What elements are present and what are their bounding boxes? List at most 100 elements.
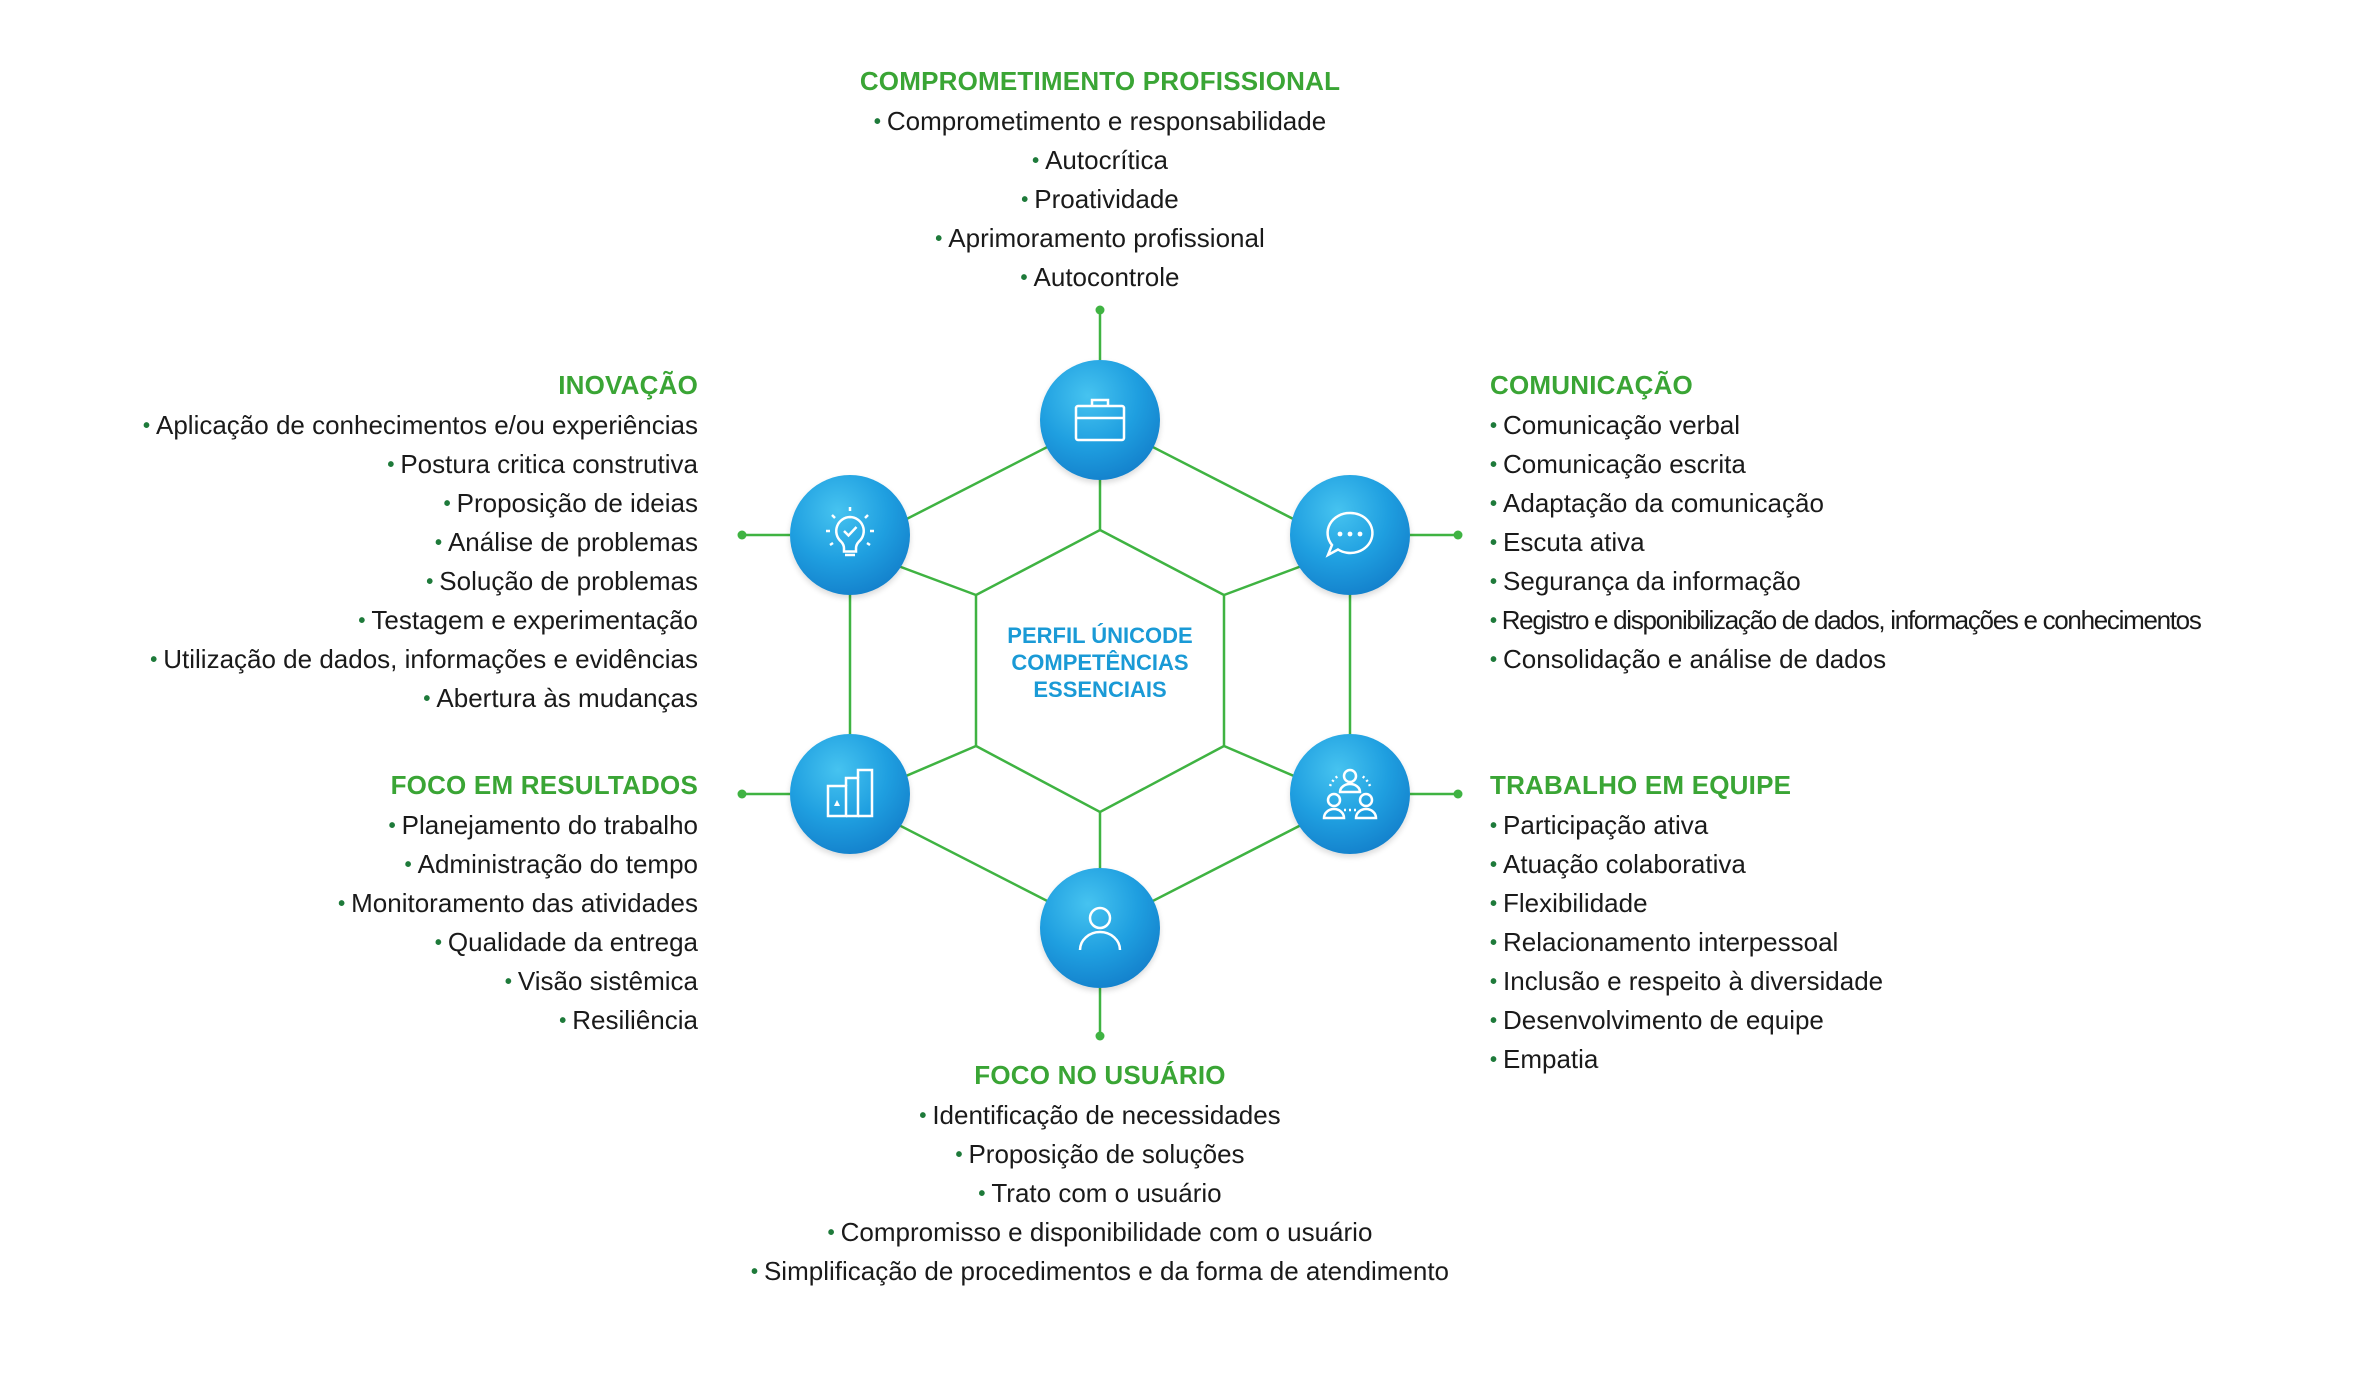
center-label-line3: ESSENCIAIS [1033,677,1167,702]
briefcase-icon [1074,398,1126,442]
lightbulb-check-icon [826,507,874,557]
bullet-icon: • [1490,649,1498,671]
list-item: •Proatividade [1021,184,1179,214]
block-title: COMPROMETIMENTO PROFISSIONAL [859,66,1341,96]
list-item: •Comunicação escrita [1490,449,1746,479]
bullet-icon: • [434,532,442,554]
list-item: •Autocrítica [1032,145,1168,175]
bullet-icon: • [1020,267,1028,289]
bullet-icon: • [750,1261,758,1283]
list-item: •Planejamento do trabalho [388,810,698,840]
bullet-icon: • [1490,415,1498,437]
center-label-line1: PERFIL ÚNICODE [1007,623,1193,648]
bullet-icon: • [1490,971,1498,993]
connector-dot-right-top [1453,530,1463,540]
bullet-icon: • [1490,493,1498,515]
bullet-icon: • [387,454,395,476]
item-list: •Comunicação verbal •Comunicação escrita… [1490,407,2330,680]
bullet-icon: • [434,932,442,954]
bullet-icon: • [559,1010,567,1032]
list-item: •Registro e disponibilização de dados, i… [1490,605,2202,635]
user-icon [1078,906,1122,951]
item-list: •Planejamento do trabalho •Administração… [160,807,698,1041]
list-item: •Visão sistêmica [504,966,698,996]
bullet-icon: • [935,228,943,250]
list-item: •Simplificação de procedimentos e da for… [750,1256,1450,1286]
list-item: •Qualidade da entrega [434,927,698,957]
block-title: INOVAÇÃO [558,370,698,400]
item-list: •Aplicação de conhecimentos e/ou experiê… [60,407,698,719]
bullet-icon: • [1490,610,1497,632]
list-item: •Monitoramento das atividades [338,888,698,918]
list-item: •Solução de problemas [426,566,698,596]
center-label-line2: COMPETÊNCIAS [1011,650,1189,675]
list-item: •Testagem e experimentação [358,605,698,635]
bullet-icon: • [388,815,396,837]
bullet-icon: • [443,493,451,515]
list-item: •Atuação colaborativa [1490,849,1746,879]
block-title: TRABALHO EM EQUIPE [1490,770,1792,800]
center-label: PERFIL ÚNICODE COMPETÊNCIAS ESSENCIAIS [960,622,1240,703]
bullet-icon: • [1490,815,1498,837]
bullet-icon: • [873,111,881,133]
bullet-icon: • [1490,854,1498,876]
list-item: •Postura critica construtiva [387,449,698,479]
list-item: •Administração do tempo [404,849,698,879]
bullet-icon: • [504,971,512,993]
chat-bubble-icon [1325,511,1374,558]
block-title: FOCO NO USUÁRIO [974,1060,1226,1090]
bullet-icon: • [1490,454,1498,476]
bullet-icon: • [1021,189,1029,211]
connector-dot-left-top [737,530,747,540]
block-comprometimento: COMPROMETIMENTO PROFISSIONAL •Comprometi… [700,66,1500,298]
list-item: •Trato com o usuário [978,1178,1222,1208]
bullet-icon: • [150,649,158,671]
list-item: •Relacionamento interpessoal [1490,927,1839,957]
list-item: •Comunicação verbal [1490,410,1741,440]
list-item: •Escuta ativa [1490,527,1645,557]
list-item: •Identificação de necessidades [919,1100,1281,1130]
item-list: •Identificação de necessidades •Proposiç… [650,1097,1550,1292]
list-item: •Utilização de dados, informações e evid… [150,644,698,674]
node-equipe [1290,734,1410,854]
bullet-icon: • [1490,932,1498,954]
bullet-icon: • [142,415,150,437]
bullet-icon: • [338,893,346,915]
list-item: •Participação ativa [1490,810,1709,840]
item-list: •Comprometimento e responsabilidade •Aut… [700,103,1500,298]
bullet-icon: • [1490,532,1498,554]
list-item: •Consolidação e análise de dados [1490,644,1887,674]
list-item: •Adaptação da comunicação [1490,488,1824,518]
list-item: •Autocontrole [1020,262,1180,292]
node-comprometimento [1040,360,1160,480]
node-usuario [1040,868,1160,988]
item-list: •Participação ativa •Atuação colaborativ… [1490,807,2190,1080]
list-item: •Compromisso e disponibilidade com o usu… [827,1217,1373,1247]
list-item: •Abertura às mudanças [423,683,698,713]
bullet-icon: • [1490,1049,1498,1071]
bullet-icon: • [955,1144,963,1166]
block-resultados: FOCO EM RESULTADOS •Planejamento do trab… [160,770,698,1041]
list-item: •Desenvolvimento de equipe [1490,1005,1824,1035]
node-inovacao [790,475,910,595]
bullet-icon: • [978,1183,986,1205]
bullet-icon: • [827,1222,835,1244]
block-usuario: FOCO NO USUÁRIO •Identificação de necess… [650,1060,1550,1292]
documents-chart-icon [826,768,874,818]
bullet-icon: • [1490,571,1498,593]
connector-dot-top [1095,305,1105,315]
team-icon [1322,768,1378,820]
bullet-icon: • [1490,893,1498,915]
node-resultados [790,734,910,854]
block-comunicacao: COMUNICAÇÃO •Comunicação verbal •Comunic… [1490,370,2330,680]
list-item: •Proposição de ideias [443,488,698,518]
connector-dot-left-bottom [737,789,747,799]
list-item: •Inclusão e respeito à diversidade [1490,966,1884,996]
block-title: COMUNICAÇÃO [1490,370,1693,400]
list-item: •Aplicação de conhecimentos e/ou experiê… [142,410,698,440]
list-item: •Proposição de soluções [955,1139,1245,1169]
list-item: •Comprometimento e responsabilidade [873,106,1327,136]
list-item: •Empatia [1490,1044,1599,1074]
bullet-icon: • [426,571,434,593]
list-item: •Flexibilidade [1490,888,1648,918]
